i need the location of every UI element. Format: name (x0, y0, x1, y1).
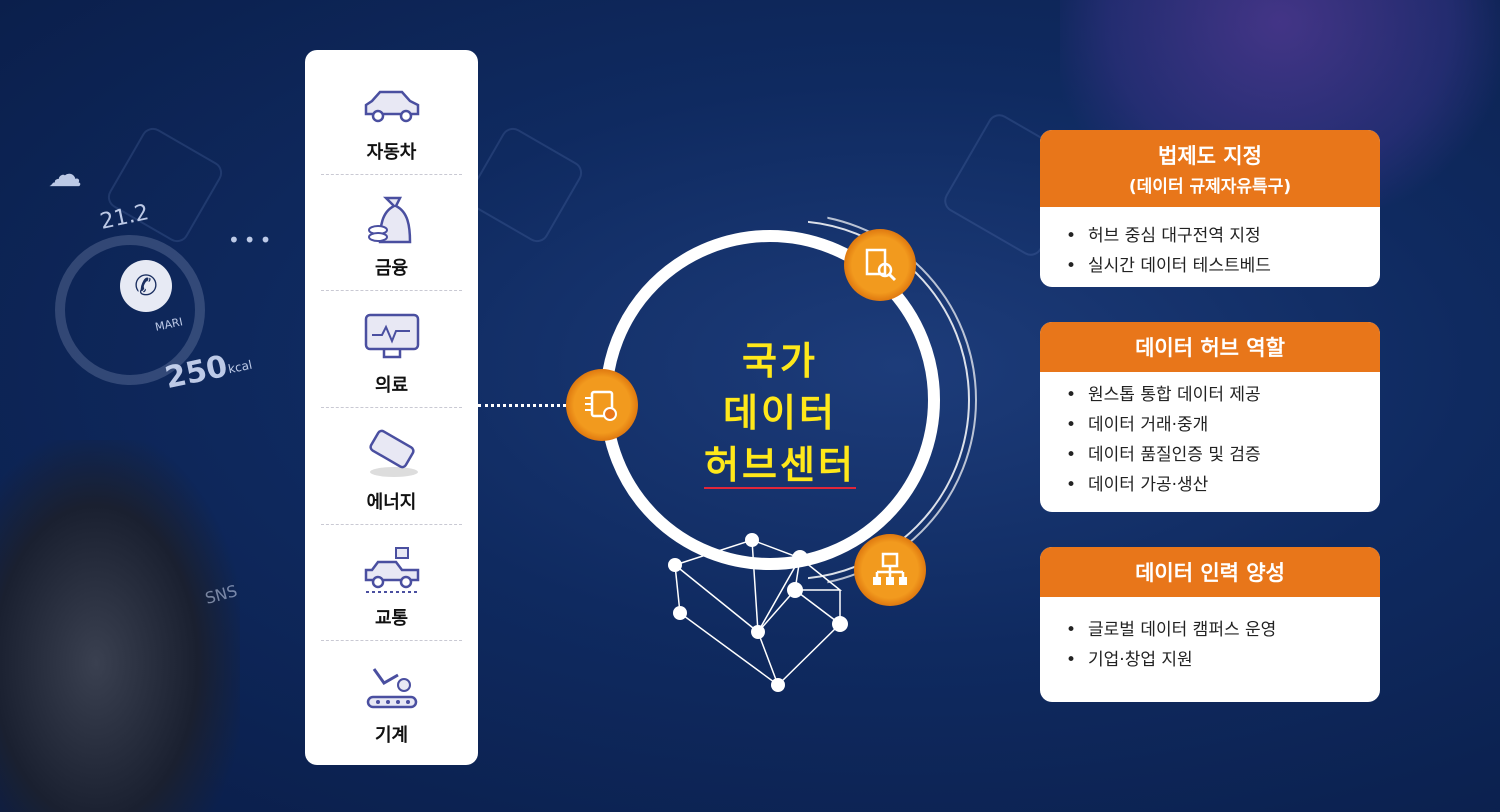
bg-shape (463, 123, 587, 247)
hierarchy-node (854, 534, 926, 606)
vehicle-icon (364, 547, 419, 594)
panel-title: 데이터 허브 역할 (1135, 336, 1285, 360)
book-search-node (844, 229, 916, 301)
server-hierarchy-icon (873, 552, 907, 585)
panel-hub-role: 데이터 허브 역할 원스톱 통합 데이터 제공데이터 거래·중개데이터 품질인증… (1040, 322, 1380, 512)
medical-monitor-icon (364, 313, 419, 359)
industry-label: 금융 (374, 258, 409, 280)
industry-list: 자동차 금융 의료 에너지 교통 기계 (305, 50, 478, 765)
cloud-icon: ☁ (48, 155, 82, 195)
kcal-unit: kcal (226, 357, 254, 377)
robot-arm-icon (366, 668, 417, 709)
car-icon (364, 90, 419, 122)
hub-title-line: 허브센터 (704, 443, 856, 489)
panel-list-item: 글로벌 데이터 캠퍼스 운영 (1066, 615, 1354, 645)
book-search-icon (865, 248, 897, 282)
industry-item-medical: 의료 (321, 291, 462, 409)
panel-list-item: 데이터 거래·중개 (1066, 410, 1354, 440)
panel-header: 데이터 인력 양성 (1040, 547, 1380, 597)
battery-icon (368, 429, 418, 477)
hub-title-line: 데이터 (723, 391, 837, 435)
data-chip-node (566, 369, 638, 441)
phone-icon: ✆ (120, 260, 172, 312)
panel-header: 법제도 지정 (데이터 규제자유특구) (1040, 130, 1380, 207)
panel-list-item: 기업·창업 지원 (1066, 645, 1354, 675)
panel-list-item: 데이터 품질인증 및 검증 (1066, 440, 1354, 470)
panel-header: 데이터 허브 역할 (1040, 322, 1380, 372)
panel-subtitle: (데이터 규제자유특구) (1128, 177, 1292, 197)
panel-list-item: 원스톱 통합 데이터 제공 (1066, 380, 1354, 410)
industry-label: 자동차 (366, 141, 417, 163)
industry-item-transport: 교통 (321, 525, 462, 642)
dial-ring (55, 235, 205, 385)
panel-list-item: 실시간 데이터 테스트베드 (1066, 251, 1354, 281)
industry-item-finance: 금융 (321, 175, 462, 292)
connector-line (478, 404, 566, 407)
industry-item-car: 자동차 (321, 58, 462, 175)
industry-label: 기계 (374, 725, 409, 747)
hub-title: 국가 데이터 허브센터 (680, 335, 880, 491)
panel-list-item: 데이터 가공·생산 (1066, 470, 1354, 500)
industry-item-energy: 에너지 (321, 408, 462, 525)
panel-title: 법제도 지정 (1158, 144, 1262, 168)
panel-legal: 법제도 지정 (데이터 규제자유특구) 허브 중심 대구전역 지정실시간 데이터 … (1040, 130, 1380, 287)
industry-label: 에너지 (366, 491, 417, 513)
industry-label: 교통 (374, 608, 409, 630)
temperature-text: 21.2 (97, 200, 152, 235)
hub-title-line: 국가 (742, 339, 818, 383)
robot-hand-image (0, 440, 240, 812)
panel-talent: 데이터 인력 양성 글로벌 데이터 캠퍼스 운영기업·창업 지원 (1040, 547, 1380, 702)
industry-label: 의료 (374, 375, 409, 397)
industry-item-machinery: 기계 (321, 641, 462, 757)
dots-decoration: ••• (228, 228, 276, 252)
panel-list-item: 허브 중심 대구전역 지정 (1066, 221, 1354, 251)
panel-title: 데이터 인력 양성 (1135, 561, 1285, 585)
data-chip-icon (585, 390, 617, 421)
money-bag-icon (367, 197, 411, 244)
